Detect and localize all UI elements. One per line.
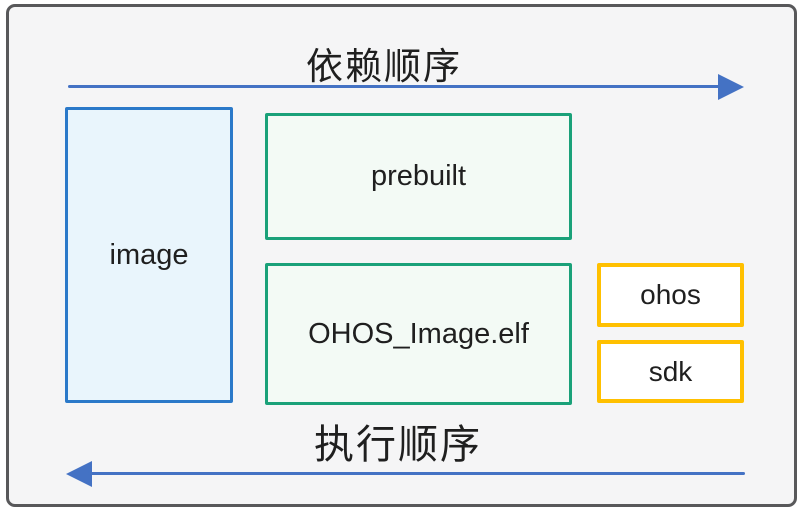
execution-order-arrow-line xyxy=(88,472,745,475)
dependency-order-arrow-line xyxy=(68,85,722,88)
image-box: image xyxy=(65,107,233,403)
execution-order-title: 执行顺序 xyxy=(314,423,482,467)
ohos-image-elf-box-label: OHOS_Image.elf xyxy=(308,317,529,350)
ohos-box-label: ohos xyxy=(640,279,701,310)
prebuilt-box: prebuilt xyxy=(265,113,572,240)
sdk-box: sdk xyxy=(597,340,744,403)
prebuilt-box-label: prebuilt xyxy=(370,160,467,192)
arrow-right-icon xyxy=(718,74,744,100)
sdk-box-label: sdk xyxy=(648,355,693,387)
ohos-image-elf-box: OHOS_Image.elf xyxy=(265,263,572,405)
dependency-order-title: 依赖顺序 xyxy=(306,46,462,87)
arrow-left-icon xyxy=(66,461,92,487)
ohos-box: ohos xyxy=(597,263,744,327)
image-box-label: image xyxy=(109,238,189,271)
